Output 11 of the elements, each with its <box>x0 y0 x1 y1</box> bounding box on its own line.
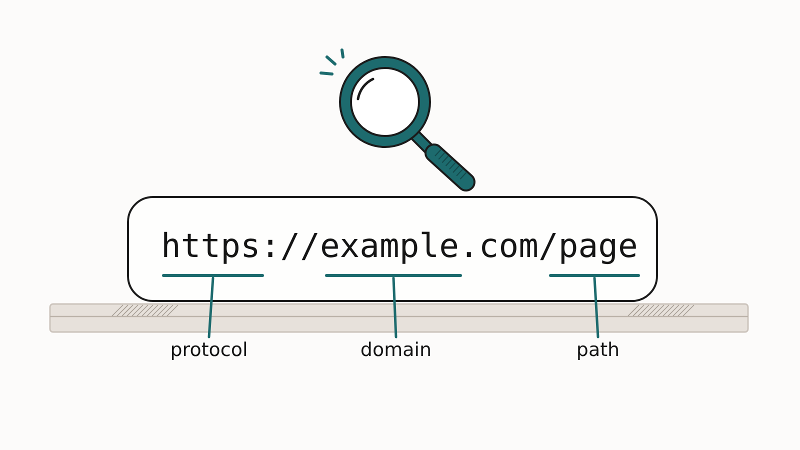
url-text: https://example.com/page <box>161 226 638 266</box>
underline <box>162 274 264 277</box>
part-label: protocol <box>170 338 248 362</box>
part-label: path <box>576 338 620 362</box>
underline <box>325 274 462 277</box>
underline <box>549 274 640 277</box>
leader-line <box>392 276 398 338</box>
leader-line <box>208 276 214 338</box>
url-bar <box>127 196 658 302</box>
part-label: domain <box>360 338 432 362</box>
leader-line <box>593 276 600 338</box>
